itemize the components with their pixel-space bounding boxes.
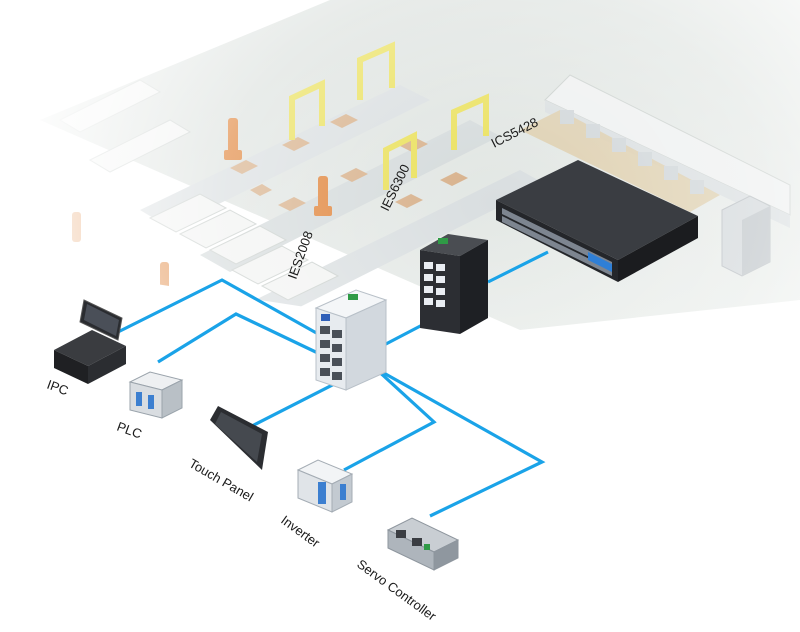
link-ies2008-to-plc bbox=[157, 312, 323, 364]
ies6300-switch: IES6300 bbox=[377, 162, 488, 334]
ies6300-ports bbox=[424, 262, 445, 307]
ies2008-switch: IES2008 bbox=[285, 229, 388, 391]
network-links bbox=[117, 250, 549, 518]
link-ies2008-to-inverter bbox=[343, 366, 437, 472]
ies2008-ports bbox=[320, 326, 342, 380]
inverter-icon: Inverter bbox=[278, 459, 354, 551]
link-ies2008-to-servo bbox=[381, 370, 546, 518]
industrial-pc-icon: IPC bbox=[45, 299, 126, 399]
ics5428-switch: ICS5428 bbox=[489, 114, 698, 282]
link-ics5428-to-ies6300 bbox=[487, 250, 549, 284]
device-label-ipc: IPC bbox=[45, 377, 70, 399]
ics5428-port-array bbox=[502, 208, 612, 276]
link-ies2008-to-ipc bbox=[117, 278, 321, 337]
